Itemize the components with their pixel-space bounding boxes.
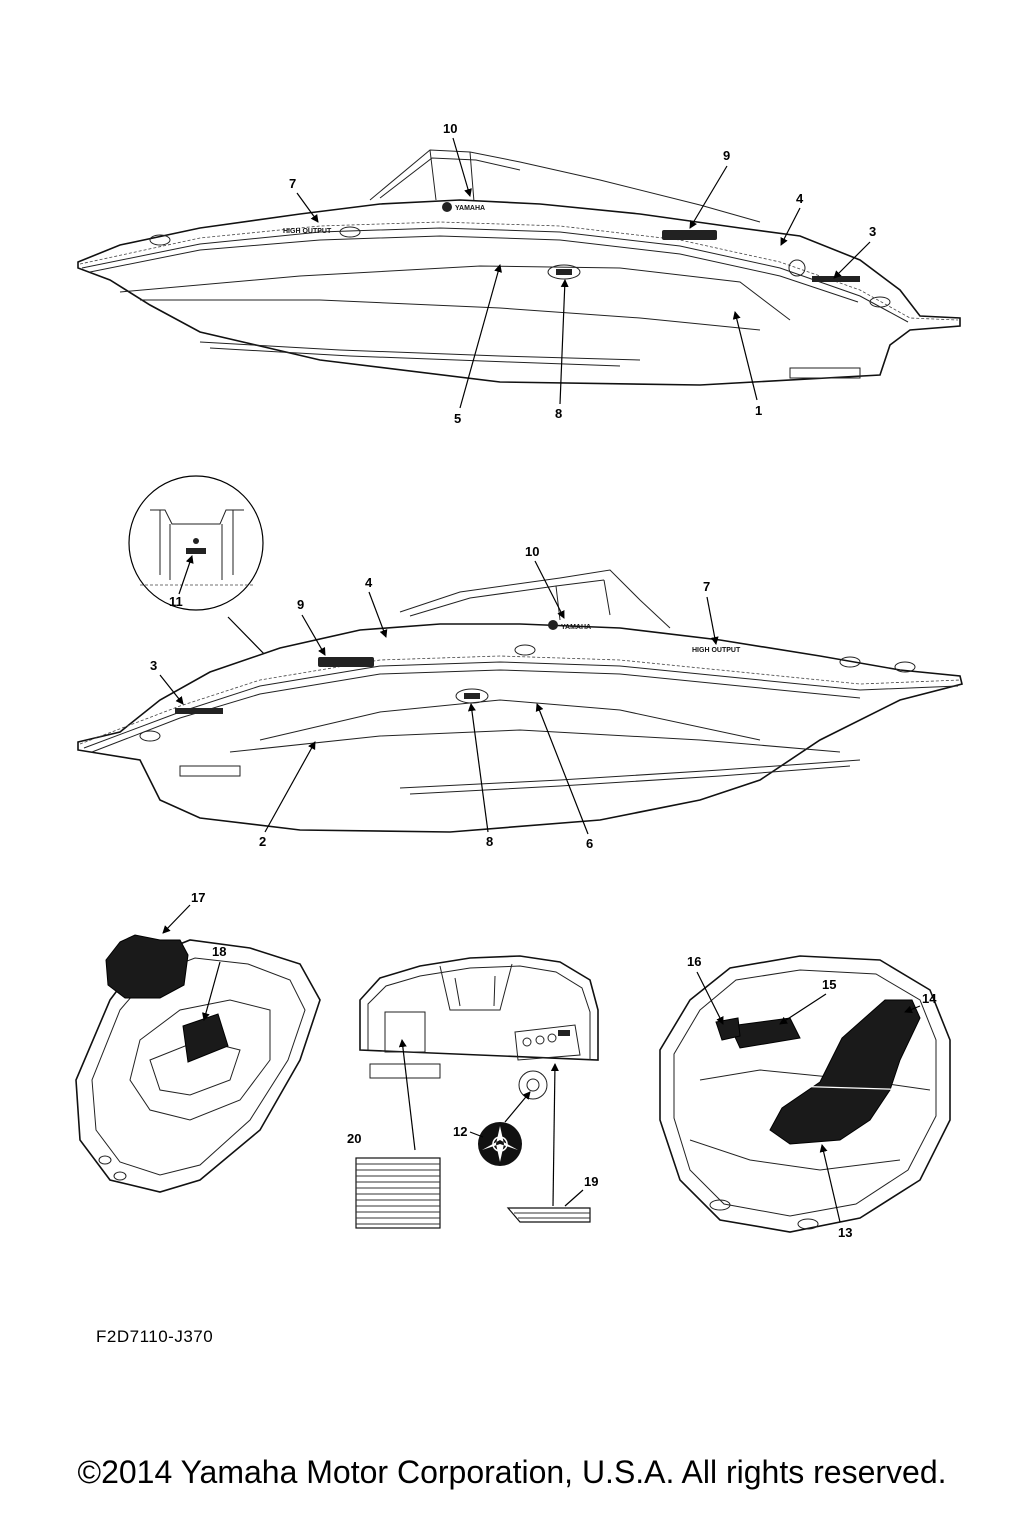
callout-10-top: 10 [443, 121, 457, 136]
yamaha-decal-middle: YAMAHA [561, 624, 591, 631]
callout-14: 14 [922, 991, 937, 1006]
part-code: F2D7110-J370 [96, 1327, 214, 1346]
bow-cockpit-view: 17 18 [75, 890, 321, 1193]
callout-17: 17 [191, 890, 205, 905]
callout-4-top: 4 [796, 191, 804, 206]
callout-20: 20 [347, 1131, 361, 1146]
top-callouts: 10 7 9 4 3 5 8 1 [289, 121, 876, 426]
boat-side-view-middle: YAMAHA HIGH OUTPUT [77, 569, 963, 833]
callout-15: 15 [822, 977, 836, 992]
callout-12: 12 [453, 1124, 467, 1139]
callout-1-top: 1 [755, 403, 762, 418]
callout-5-top: 5 [454, 411, 461, 426]
callout-9-top: 9 [723, 148, 730, 163]
middle-callouts: 10 4 9 7 3 2 8 6 [150, 544, 719, 851]
yamaha-decal-top: YAMAHA [455, 205, 485, 212]
callout-16: 16 [687, 954, 701, 969]
helm-view: 12 20 19 [347, 955, 599, 1229]
callout-3-top: 3 [869, 224, 876, 239]
callout-6: 6 [586, 836, 593, 851]
callout-11: 11 [169, 594, 183, 609]
callout-18: 18 [212, 944, 226, 959]
boat-side-view-top: YAMAHA HIGH OUTPUT [77, 149, 961, 386]
stern-view: 16 15 14 13 [659, 954, 951, 1240]
callout-8-middle: 8 [486, 834, 493, 849]
callout-13: 13 [838, 1225, 852, 1240]
callout-10-middle: 10 [525, 544, 539, 559]
copyright-notice: ©2014 Yamaha Motor Corporation, U.S.A. A… [77, 1454, 947, 1490]
detail-circle: 11 [128, 475, 271, 661]
callout-7-middle: 7 [703, 579, 710, 594]
callout-2: 2 [259, 834, 266, 849]
callout-19: 19 [584, 1174, 598, 1189]
callout-4-middle: 4 [365, 575, 373, 590]
high-output-decal-top: HIGH OUTPUT [283, 228, 332, 235]
callout-7-top: 7 [289, 176, 296, 191]
callout-8-top: 8 [555, 406, 562, 421]
high-output-decal-middle: HIGH OUTPUT [692, 647, 741, 654]
mat-20-stripes [355, 1157, 441, 1229]
callout-9-middle: 9 [297, 597, 304, 612]
callout-3-middle: 3 [150, 658, 157, 673]
